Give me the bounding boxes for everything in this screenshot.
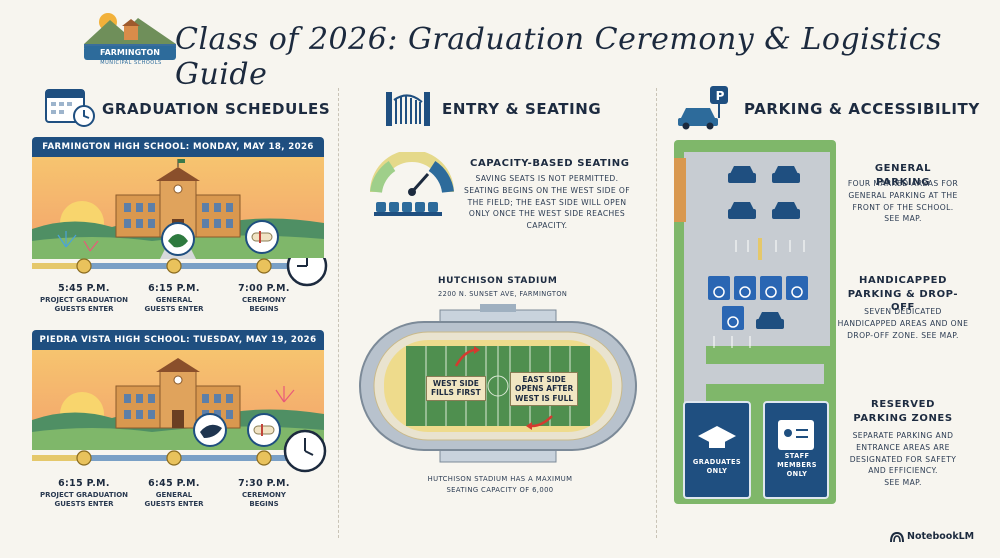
- school-building-icon: [115, 358, 241, 429]
- staff-only-sign: STAFF MEMBERS ONLY: [777, 452, 817, 478]
- notebooklm-logo-icon: [890, 531, 904, 543]
- footer-brand: NotebookLM: [907, 531, 975, 542]
- general-parking-car-icon: [728, 166, 800, 219]
- handicapped-parking-description: SEVEN DEDICATED HANDICAPPED AREAS AND ON…: [837, 307, 969, 340]
- handicapped-space-icon: [708, 276, 808, 330]
- timeline-event: 6:15 P.M. GENERAL GUESTS ENTER: [144, 283, 204, 313]
- column-divider: [338, 88, 339, 538]
- column-divider: [656, 88, 657, 538]
- reserved-parking-description: SEPARATE PARKING AND ENTRANCE AREAS ARE …: [849, 431, 957, 488]
- parking-title: PARKING & ACCESSIBILITY: [744, 100, 980, 118]
- stadium-map: [359, 304, 637, 463]
- logo-subtitle: MUNICIPAL SCHOOLS: [100, 60, 162, 66]
- graduation-cap-icon: [698, 426, 736, 448]
- clock-icon: [283, 429, 327, 473]
- capacity-title: CAPACITY-BASED SEATING: [470, 158, 630, 169]
- timeline-event: 5:45 P.M. PROJECT GRADUATION GUESTS ENTE…: [39, 283, 129, 313]
- stadium-capacity-note: HUTCHISON STADIUM HAS A MAXIMUM SEATING …: [427, 475, 573, 494]
- parking-map: [674, 140, 836, 504]
- school-banner-pvhs: PIEDRA VISTA HIGH SCHOOL: TUESDAY, MAY 1…: [32, 330, 324, 350]
- seats-icon: [374, 202, 442, 216]
- arrow-icon: [454, 348, 475, 367]
- east-side-label: EAST SIDE OPENS AFTER WEST IS FULL: [510, 372, 579, 407]
- west-side-label: WEST SIDE FILLS FIRST: [426, 376, 486, 401]
- calendar-clock-icon: [45, 89, 95, 127]
- logo-name: FARMINGTON: [84, 46, 176, 60]
- reserved-parking-title: RESERVED PARKING ZONES: [853, 399, 953, 424]
- gate-icon: [386, 92, 430, 126]
- staff-badge-icon: [778, 420, 814, 450]
- handicapped-parking-title: HANDICAPPED PARKING & DROP-OFF: [847, 275, 959, 313]
- entry-title: ENTRY & SEATING: [442, 100, 602, 118]
- timeline-fhs: [32, 258, 328, 287]
- capacity-description: SAVING SEATS IS NOT PERMITTED. SEATING B…: [463, 174, 630, 231]
- parking-car-icon: [678, 86, 728, 130]
- general-parking-description: FOUR MARKED AREAS FOR GENERAL PARKING AT…: [847, 179, 959, 224]
- fireworks-icon: [57, 231, 99, 252]
- arrow-icon: [531, 415, 553, 428]
- parking-sign-letter: P: [715, 89, 725, 103]
- school-scene-pvhs: [32, 350, 324, 450]
- clock-icon: [286, 258, 328, 287]
- capacity-gauge-icon: [370, 152, 454, 216]
- stadium-name: HUTCHISON STADIUM: [438, 276, 558, 286]
- timeline-event: 6:15 P.M. PROJECT GRADUATION GUESTS ENTE…: [39, 478, 129, 508]
- timeline-event: 7:00 P.M. CEREMONY BEGINS: [238, 283, 290, 313]
- timeline-pvhs: [32, 450, 292, 466]
- schedules-title: GRADUATION SCHEDULES: [102, 100, 331, 118]
- general-parking-title: GENERAL PARKING: [874, 163, 932, 188]
- graduates-only-sign: GRADUATES ONLY: [692, 458, 742, 475]
- school-banner-fhs: FARMINGTON HIGH SCHOOL: MONDAY, MAY 18, …: [32, 137, 324, 157]
- logo-mountain-icon: [84, 13, 176, 48]
- page-title: Class of 2026: Graduation Ceremony & Log…: [175, 22, 943, 92]
- timeline-event: 7:30 P.M. CEREMONY BEGINS: [238, 478, 290, 508]
- drop-off-car-icon: [756, 312, 784, 329]
- school-scene-fhs: [32, 157, 324, 259]
- timeline-event: 6:45 P.M. GENERAL GUESTS ENTER: [144, 478, 204, 508]
- fireworks-icon: [275, 386, 295, 403]
- stadium-address: 2200 N. SUNSET AVE, FARMINGTON: [438, 290, 568, 298]
